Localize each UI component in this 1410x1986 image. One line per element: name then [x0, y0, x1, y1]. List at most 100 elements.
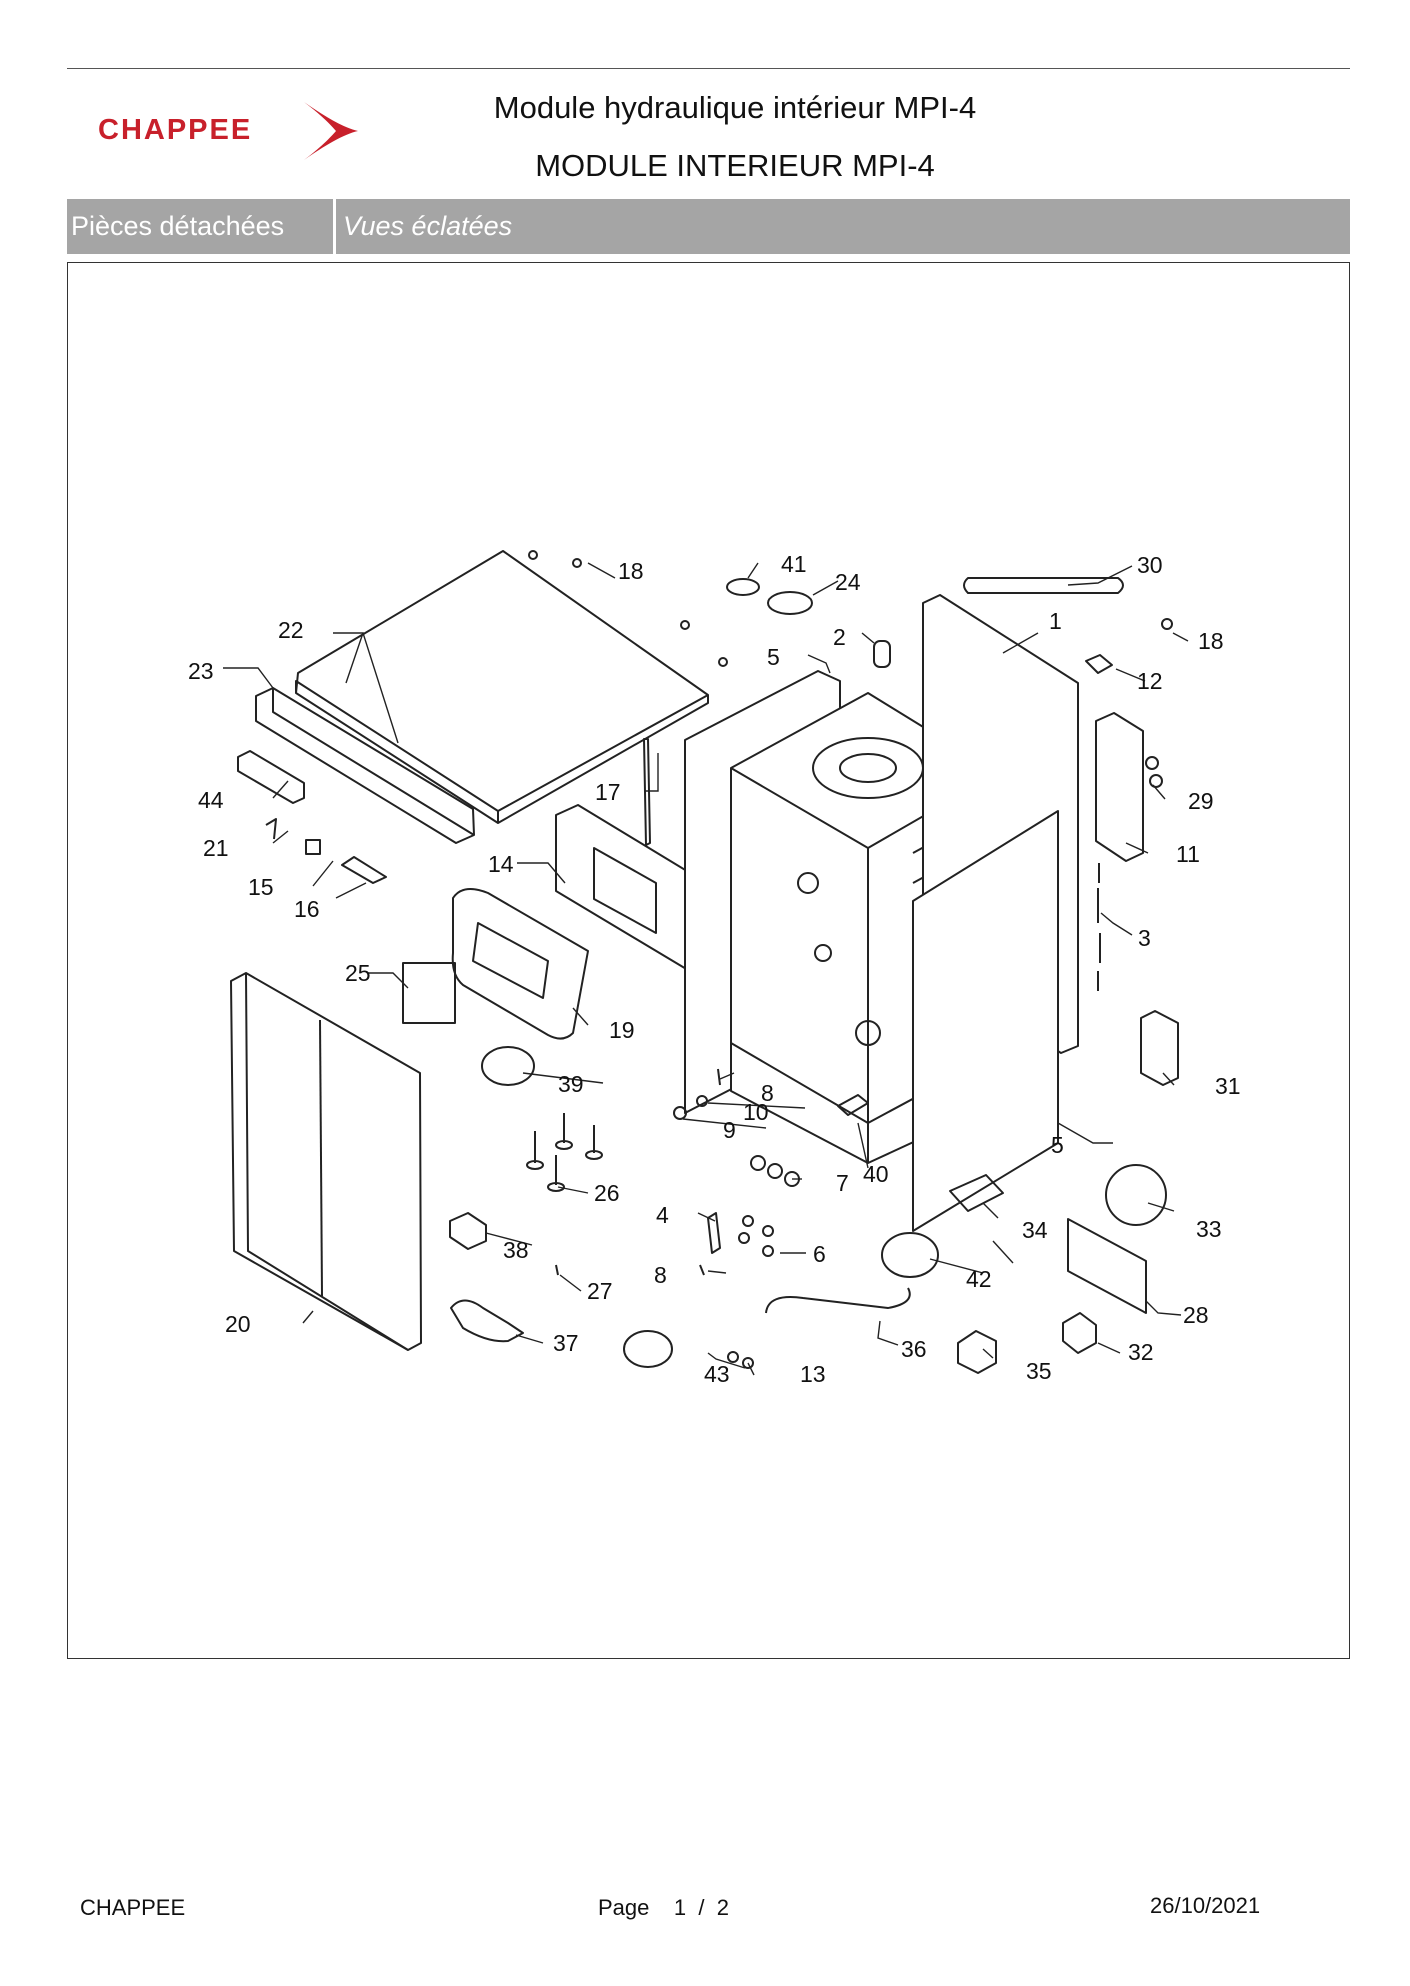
sensor-part: [707, 1212, 721, 1254]
ring-large-part: [767, 591, 813, 615]
side-panel-right-part: [912, 810, 1059, 1232]
plug-part: [727, 1351, 739, 1363]
hose-part: [765, 1287, 911, 1314]
callout-label: 35: [1026, 1358, 1052, 1384]
logo-swoosh-icon: [304, 102, 358, 160]
page-current: 1: [673, 1895, 687, 1920]
badge-part: [237, 750, 305, 804]
clamp-part: [450, 1299, 524, 1343]
callout-label: 13: [800, 1361, 826, 1387]
callout-label: 1: [1049, 608, 1062, 634]
bar-part: [963, 577, 1124, 594]
top-rule: [67, 68, 1350, 69]
callout-label: 20: [225, 1311, 251, 1337]
leader-lines: [223, 562, 1189, 1376]
page-subtitle: MODULE INTERIEUR MPI-4: [535, 148, 935, 183]
callout-label: 18: [1198, 628, 1224, 654]
union-part: [949, 1174, 1004, 1212]
valve-part: [750, 1155, 766, 1171]
callout-label: 41: [781, 551, 807, 577]
nut-part: [1085, 654, 1113, 674]
front-fascia-part: [451, 888, 589, 1040]
screw-parts: [528, 550, 1173, 667]
gasket-part: [873, 640, 891, 668]
callout-label: 32: [1128, 1339, 1154, 1365]
callout-label: 28: [1183, 1302, 1209, 1328]
bracket-part: [837, 1094, 869, 1116]
page-label: Page: [598, 1895, 650, 1920]
callout-label: 43: [704, 1361, 730, 1387]
chappee-logo: CHAPPEE: [98, 100, 368, 170]
callout-label: 30: [1137, 552, 1163, 578]
fastener-part: [742, 1215, 754, 1227]
logo-text: CHAPPEE: [98, 114, 253, 146]
callout-label: 4: [656, 1202, 669, 1228]
top-cover-part: [295, 550, 709, 824]
callout-label: 36: [901, 1336, 927, 1362]
callout-label: 21: [203, 835, 229, 861]
callout-label: 34: [1022, 1217, 1048, 1243]
callout-label: 38: [503, 1237, 529, 1263]
feet-parts: [526, 1113, 603, 1192]
section-bar: Pièces détachées Vues éclatées: [67, 199, 1350, 254]
callout-label: 12: [1137, 668, 1163, 694]
callout-label: 44: [198, 787, 224, 813]
washer-part: [673, 1106, 687, 1120]
ring-part: [726, 578, 760, 596]
exploded-view-diagram: 1 2 3 4 5 5 6 7 8 8 9 10 11 12 13 14 15 …: [188, 550, 1241, 1387]
callout-label: 9: [723, 1117, 736, 1143]
callout-label: 2: [833, 624, 846, 650]
pin-part: [699, 1068, 721, 1276]
callout-label: 10: [743, 1099, 769, 1125]
callout-label: 14: [488, 851, 514, 877]
callout-label: 18: [618, 558, 644, 584]
callout-label: 16: [294, 896, 320, 922]
plate-part: [1067, 1218, 1147, 1314]
callout-label: 31: [1215, 1073, 1241, 1099]
footer-page: Page 1 / 2: [598, 1895, 729, 1921]
section-bar-divider: [333, 199, 336, 254]
page-total: 2: [716, 1895, 729, 1920]
clip-part: [265, 818, 277, 840]
page-title: Module hydraulique intérieur MPI-4: [493, 90, 977, 125]
cover-plate-part: [341, 856, 387, 884]
callout-label: 40: [863, 1161, 889, 1187]
section-category: Pièces détachées: [71, 211, 285, 241]
section-view: Vues éclatées: [343, 211, 513, 241]
callout-label: 27: [587, 1278, 613, 1304]
callout-label: 8: [654, 1262, 667, 1288]
callout-label: 3: [1138, 925, 1151, 951]
callout-label: 5: [767, 644, 780, 670]
callout-label: 17: [595, 779, 621, 805]
seal-part: [1097, 863, 1101, 991]
callout-label: 15: [248, 874, 274, 900]
callout-label: 22: [278, 617, 304, 643]
callout-label: 5: [1051, 1132, 1064, 1158]
callout-label: 23: [188, 658, 214, 684]
callout-label: 19: [609, 1017, 635, 1043]
diagram-frame: 1 2 3 4 5 5 6 7 8 8 9 10 11 12 13 14 15 …: [67, 262, 1350, 1659]
controller-part: [402, 962, 456, 1024]
rod-part: [643, 738, 651, 846]
filter-part: [623, 1330, 673, 1368]
callout-labels: 1 2 3 4 5 5 6 7 8 8 9 10 11 12 13 14 15 …: [188, 551, 1241, 1387]
callout-label: 42: [966, 1266, 992, 1292]
callout-label: 6: [813, 1241, 826, 1267]
footer-brand: CHAPPEE: [80, 1895, 186, 1920]
box-part: [1140, 1010, 1179, 1086]
drain-valve-part: [1062, 1312, 1097, 1354]
switch-part: [305, 839, 321, 855]
callout-label: 24: [835, 569, 861, 595]
fitting-part: [1145, 756, 1159, 770]
callout-label: 7: [836, 1170, 849, 1196]
large-nut-part: [957, 1330, 997, 1374]
footer-date: 26/10/2021: [1150, 1893, 1261, 1918]
disc-part: [1105, 1164, 1167, 1226]
callout-label: 25: [345, 960, 371, 986]
callout-label: 8: [761, 1080, 774, 1106]
terminal-part: [449, 1212, 487, 1250]
callout-label: 37: [553, 1330, 579, 1356]
small-screw-part: [555, 1264, 559, 1276]
callout-label: 39: [558, 1071, 584, 1097]
page-separator: /: [698, 1895, 705, 1920]
